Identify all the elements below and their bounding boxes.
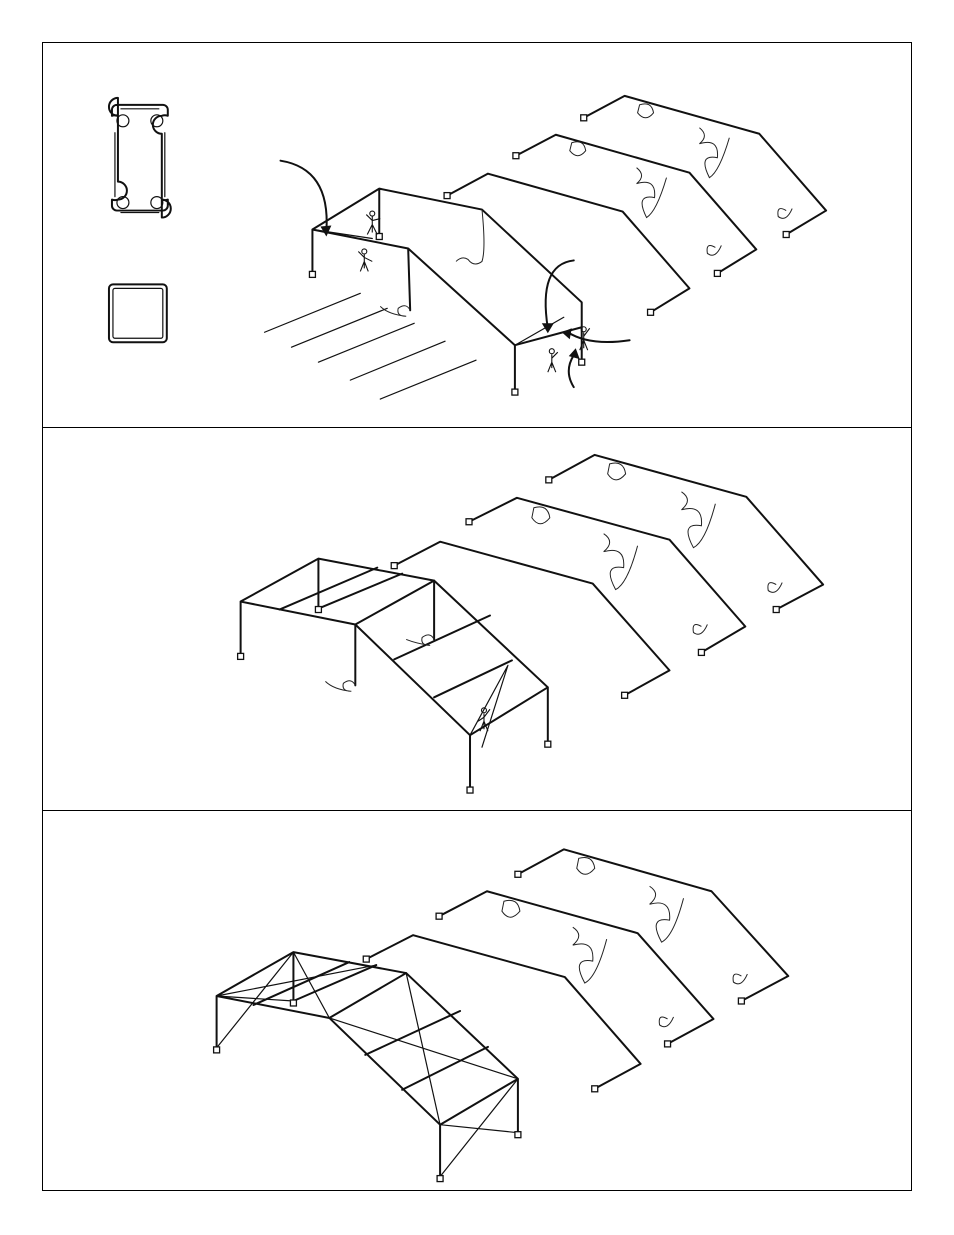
keder-extrusion-profile-icon [109,98,171,218]
floor-guide-lines [265,293,476,399]
step-3-illustration [43,811,911,1190]
roof-arch-third [466,498,745,656]
step-2-panel [43,428,911,811]
instruction-sheet [42,42,912,1191]
roof-arch-second [391,542,669,699]
roof-arch-back [546,455,823,613]
assembled-first-bay [238,559,551,793]
roof-arch-second [363,935,640,1092]
step-2-illustration [43,428,911,810]
step-3-panel [43,811,911,1190]
roof-arch-back [515,849,788,1004]
braced-first-bay [214,952,521,1181]
lift-arrows [281,161,630,387]
roof-arch-third [436,891,713,1047]
step-1-illustration [43,43,911,427]
step-1-panel [43,43,911,428]
installer-figures [358,211,589,372]
roof-arch-front [309,189,584,395]
roof-arch-second [444,174,689,316]
roof-arch-third [513,135,756,277]
roof-arch-back [581,96,826,238]
square-tube-profile-icon [109,284,167,342]
